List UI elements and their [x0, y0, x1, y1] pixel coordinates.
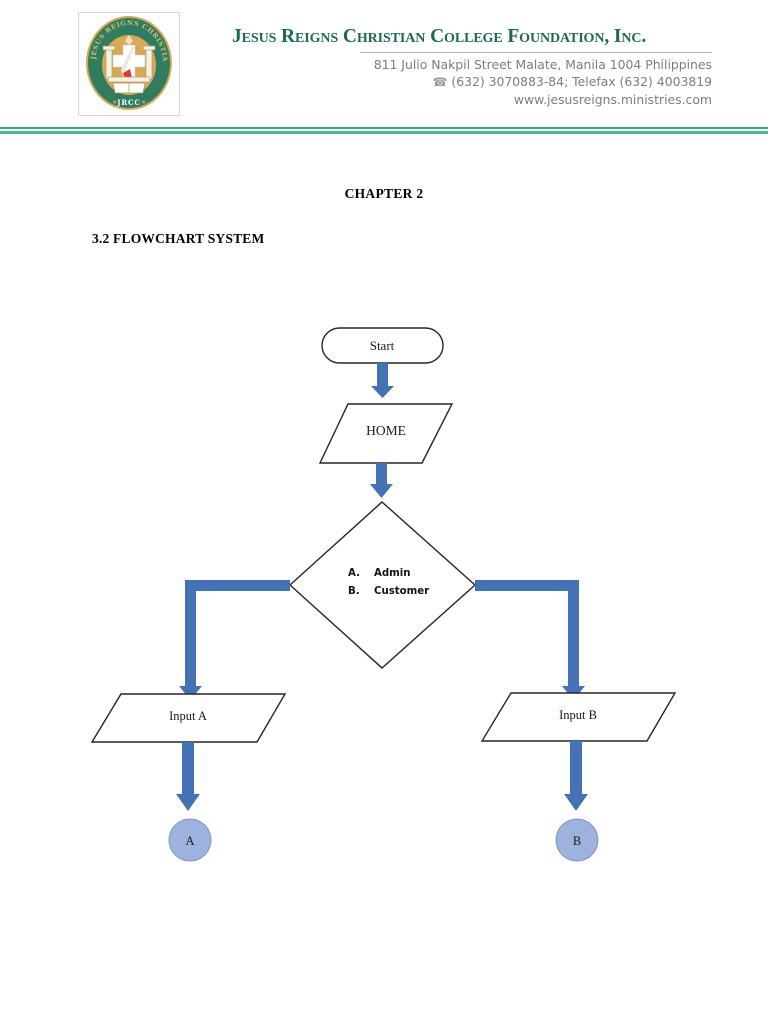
flow-node-connector-b-label: B	[573, 834, 581, 848]
svg-text:★: ★	[141, 99, 146, 106]
flow-node-connector-a-label: A	[185, 834, 194, 848]
school-seal-logo: JESUS REIGNS CHRISTIAN COLLEGE JRCC ★ ★	[78, 12, 180, 116]
flow-decision-option-b-text: Customer	[374, 586, 429, 597]
flow-node-connector-a: A	[168, 818, 212, 862]
organization-address: 811 Julio Nakpil Street Malate, Manila 1…	[373, 57, 712, 72]
flow-edge-start-home	[371, 363, 394, 398]
organization-name: Jesus Reigns Christian College Foundatio…	[232, 26, 647, 47]
section-heading: 3.2 FLOWCHART SYSTEM	[92, 231, 265, 246]
flow-decision-option-a-text: Admin	[374, 568, 411, 579]
flow-edge-inputA-connA	[176, 742, 200, 811]
flow-node-home-label: HOME	[366, 423, 406, 438]
flow-node-start: Start	[321, 327, 444, 364]
flow-node-home: HOME	[318, 403, 454, 464]
flow-node-decision: A. Admin B. Customer	[288, 501, 477, 669]
flow-edge-decision-inputB	[475, 580, 585, 700]
flow-edge-decision-inputA	[179, 580, 290, 700]
flow-node-start-label: Start	[370, 338, 395, 353]
telephone-icon: ☎	[432, 75, 448, 89]
flow-decision-option-b-key: B.	[348, 586, 360, 597]
flow-decision-option-a-key: A.	[348, 568, 360, 579]
flow-node-inputB: Input B	[480, 692, 677, 742]
header-rule-top	[0, 127, 768, 129]
organization-phone: (632) 3070883-84; Telefax (632) 4003819	[451, 74, 712, 89]
flow-node-inputA: Input A	[90, 693, 287, 743]
letterhead: JESUS REIGNS CHRISTIAN COLLEGE JRCC ★ ★ …	[0, 0, 768, 134]
organization-phone-line: ☎ (632) 3070883-84; Telefax (632) 400381…	[228, 73, 712, 91]
organization-website: www.jesusreigns.ministries.com	[513, 92, 712, 107]
svg-text:JRCC: JRCC	[116, 98, 140, 107]
page-title: CHAPTER 2	[344, 186, 424, 201]
svg-text:★: ★	[112, 99, 117, 106]
flow-edge-home-decision	[370, 463, 393, 498]
header-rule-bottom	[0, 131, 768, 134]
letterhead-divider	[360, 52, 712, 53]
flow-node-inputA-label: Input A	[169, 709, 207, 723]
flow-node-connector-b: B	[555, 818, 599, 862]
flow-edge-inputB-connB	[564, 741, 588, 811]
flow-node-inputB-label: Input B	[559, 708, 597, 722]
flowchart-diagram: Start HOME A. Admin B. Customer	[0, 300, 768, 900]
organization-info: Jesus Reigns Christian College Foundatio…	[228, 26, 712, 108]
